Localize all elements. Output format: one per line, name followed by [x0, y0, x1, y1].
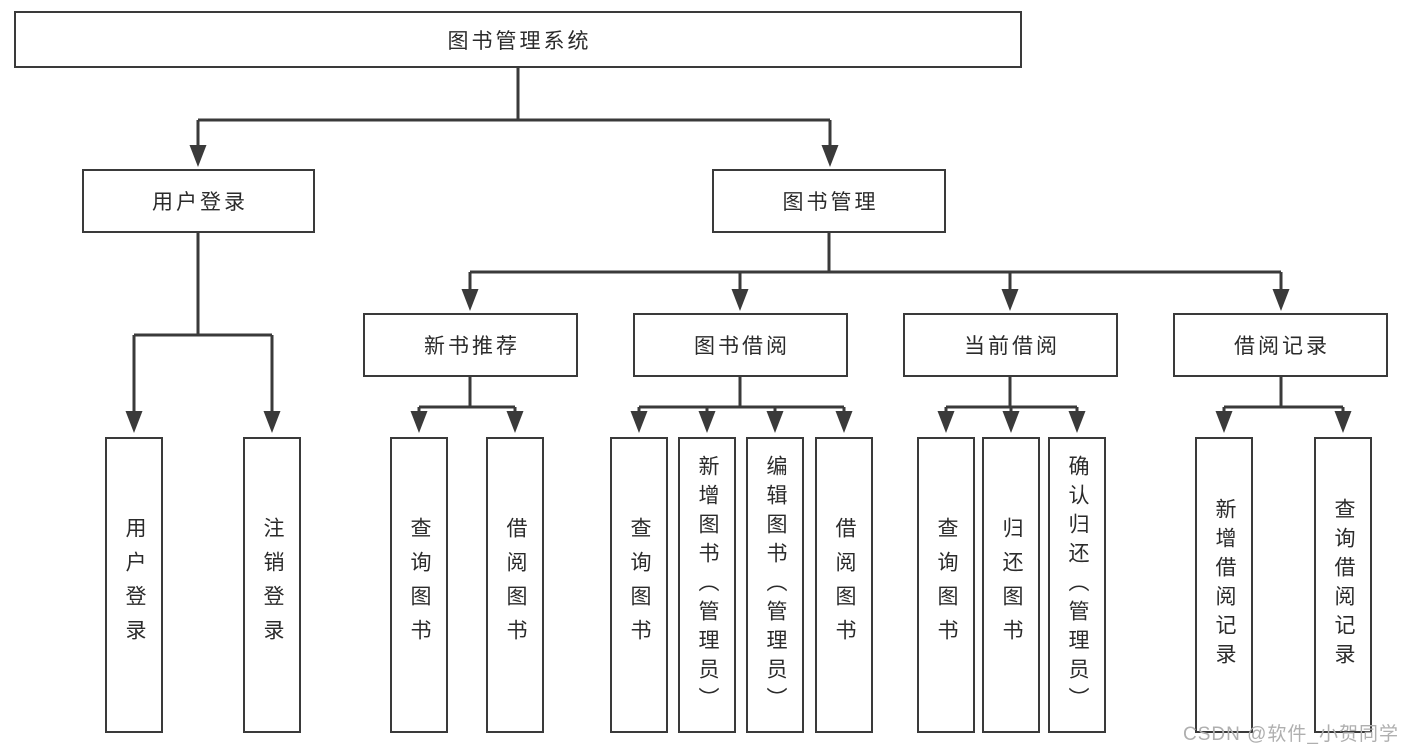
node-current-borrow: 当前借阅 — [903, 313, 1118, 377]
arrowhead-br-query — [630, 411, 648, 433]
leaf-query-borrow-record: 查询借阅记录 — [1314, 437, 1372, 733]
arrowhead-cu-confirm — [1068, 411, 1086, 433]
arrowhead-br-borrow — [835, 411, 853, 433]
connector-records-to-leaves — [1222, 377, 1345, 413]
arrowhead-records — [1272, 289, 1290, 311]
arrowhead-current — [1001, 289, 1019, 311]
leaf-query-books-2: 查询图书 — [610, 437, 668, 733]
connector-root-to-level2 — [196, 68, 832, 147]
node-book-borrow: 图书借阅 — [633, 313, 848, 377]
connector-current-to-leaves — [944, 377, 1079, 413]
node-borrow-records: 借阅记录 — [1173, 313, 1388, 377]
arrowhead-br-edit — [766, 411, 784, 433]
connector-book-mgmt-to-level3 — [468, 233, 1283, 291]
node-user-login: 用户登录 — [82, 169, 315, 233]
arrowhead-cu-query — [937, 411, 955, 433]
csdn-watermark: CSDN @软件_小贺同学 — [1183, 724, 1399, 745]
arrowhead-new-books — [461, 289, 479, 311]
leaf-query-books-1: 查询图书 — [390, 437, 448, 733]
arrowhead-book-mgmt — [821, 145, 839, 167]
arrowhead-nb-query — [410, 411, 428, 433]
leaf-add-books-admin: 新增图书（管理员） — [678, 437, 736, 733]
arrowhead-borrow — [731, 289, 749, 311]
connector-borrow-to-leaves — [637, 377, 846, 413]
leaf-confirm-return-admin: 确认归还（管理员） — [1048, 437, 1106, 733]
leaf-return-books: 归还图书 — [982, 437, 1040, 733]
leaf-user-login: 用户登录 — [105, 437, 163, 733]
leaf-logout: 注销登录 — [243, 437, 301, 733]
arrowhead-nb-borrow — [506, 411, 524, 433]
connector-user-login-to-leaves — [132, 233, 274, 413]
arrowhead-user-login — [189, 145, 207, 167]
arrowhead-cu-return — [1002, 411, 1020, 433]
arrowhead-rec-query — [1334, 411, 1352, 433]
node-book-management: 图书管理 — [712, 169, 946, 233]
node-library-management-system: 图书管理系统 — [14, 11, 1022, 68]
arrowhead-br-add — [698, 411, 716, 433]
leaf-borrow-books-2: 借阅图书 — [815, 437, 873, 733]
arrowhead-leaf-logout — [263, 411, 281, 433]
leaf-add-borrow-record: 新增借阅记录 — [1195, 437, 1253, 733]
leaf-query-books-3: 查询图书 — [917, 437, 975, 733]
arrowhead-leaf-login — [125, 411, 143, 433]
connector-new-books-to-leaves — [417, 377, 517, 413]
arrowhead-rec-add — [1215, 411, 1233, 433]
leaf-edit-books-admin: 编辑图书（管理员） — [746, 437, 804, 733]
node-new-book-recommend: 新书推荐 — [363, 313, 578, 377]
leaf-borrow-books-1: 借阅图书 — [486, 437, 544, 733]
